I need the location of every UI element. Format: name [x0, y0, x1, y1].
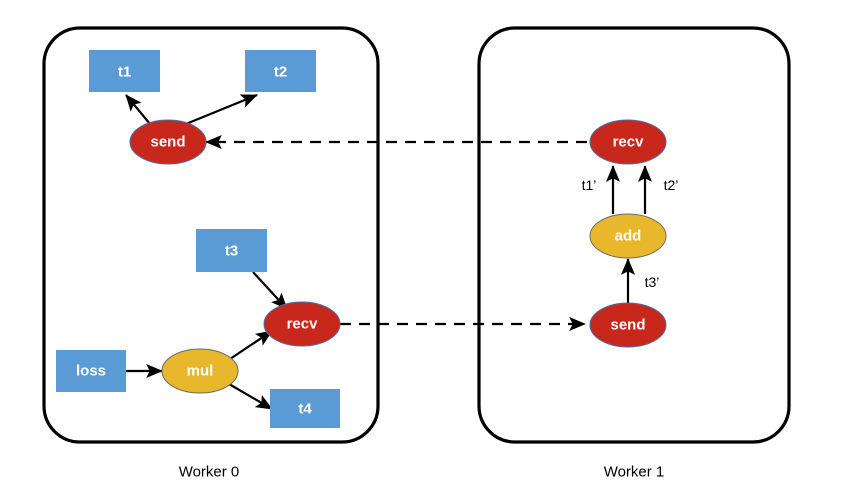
node-w0-t1[interactable]: t1: [89, 50, 160, 92]
edge-t3-to-recv: [252, 271, 288, 310]
node-w0-send-label: send: [150, 134, 185, 151]
node-w0-t3-label: t3: [225, 243, 238, 260]
edge-label-t3-prime: t3’: [645, 274, 660, 290]
node-w0-t2[interactable]: t2: [245, 50, 316, 92]
node-w0-recv-label: recv: [287, 316, 319, 333]
node-w0-recv[interactable]: recv: [263, 301, 341, 347]
node-w1-recv-label: recv: [613, 134, 645, 151]
edge-send-to-t2: [180, 93, 258, 128]
node-w0-t2-label: t2: [274, 64, 287, 81]
edge-label-t1-prime: t1’: [582, 177, 597, 193]
edge-send-to-t1: [125, 94, 151, 125]
node-w0-t3[interactable]: t3: [196, 229, 267, 272]
node-w0-t1-label: t1: [118, 64, 131, 81]
node-w0-mul[interactable]: mul: [161, 348, 239, 394]
node-w0-send[interactable]: send: [129, 119, 207, 165]
node-w0-t4-label: t4: [298, 401, 312, 418]
node-w0-loss[interactable]: loss: [56, 350, 126, 392]
worker-0-caption: Worker 0: [179, 464, 240, 481]
edge-label-t2-prime: t2’: [664, 177, 679, 193]
edge-mul-to-t4: [228, 383, 273, 410]
node-w0-mul-label: mul: [187, 363, 214, 380]
node-w1-send-label: send: [610, 317, 645, 334]
node-w0-loss-label: loss: [76, 363, 106, 380]
node-w1-recv[interactable]: recv: [589, 119, 667, 165]
worker-1-caption: Worker 1: [604, 464, 665, 481]
node-w0-t4[interactable]: t4: [270, 389, 340, 428]
node-w1-add-label: add: [615, 228, 642, 245]
node-w1-add[interactable]: add: [589, 213, 667, 259]
node-w1-send[interactable]: send: [589, 302, 667, 348]
worker-1-frame: [477, 26, 791, 444]
worker-0-frame: [42, 26, 380, 444]
edge-mul-to-recv: [229, 330, 273, 360]
